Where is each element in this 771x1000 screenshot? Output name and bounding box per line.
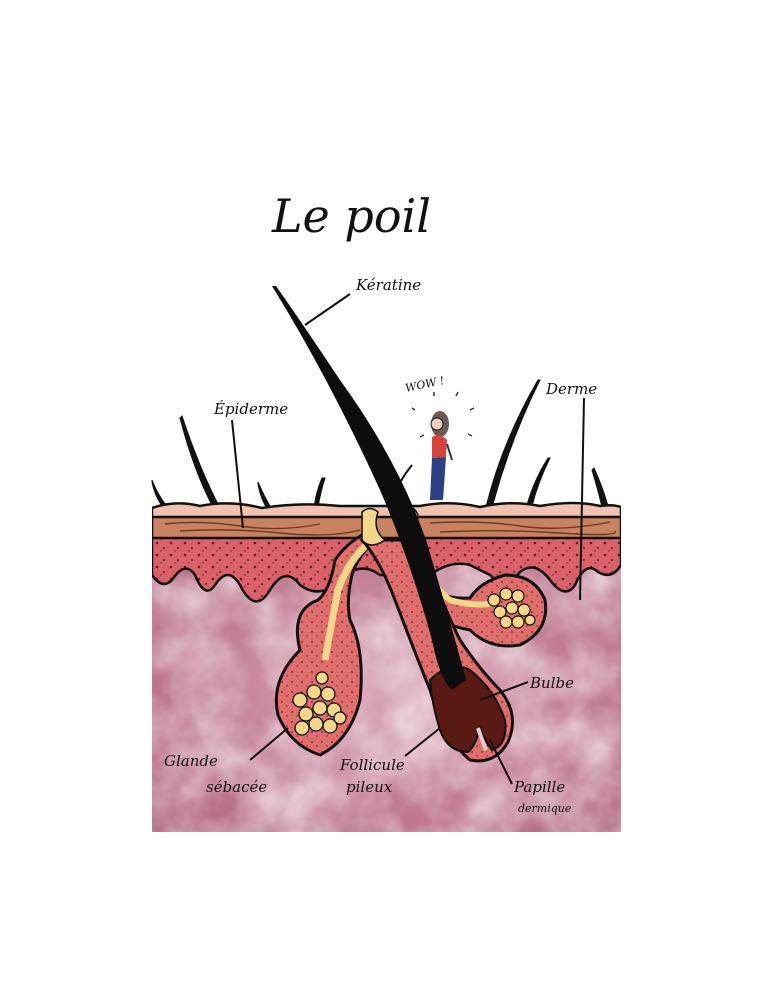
- label-keratine: Kératine: [355, 276, 421, 294]
- label-bulbe: Bulbe: [529, 674, 574, 692]
- label-derme: Derme: [545, 380, 597, 398]
- dermal-papilla: [476, 727, 488, 751]
- hair-shaft: [272, 286, 466, 690]
- label-follicule-line1: Follicule: [339, 756, 405, 774]
- sebocytes-right: [487, 587, 536, 629]
- label-follicule-line2: pileux: [346, 778, 393, 796]
- wow-marks: [411, 391, 475, 438]
- leader-lines: [231, 293, 585, 785]
- label-papille-line1: Papille: [513, 778, 565, 796]
- epidermis-surface: [152, 501, 621, 519]
- epidermis-band: [152, 514, 621, 540]
- label-papille-line2: dermique: [518, 802, 572, 815]
- diagram-title: Le poil: [271, 189, 431, 243]
- label-glande-line1: Glande: [164, 752, 218, 770]
- wow-text: WOW !: [404, 374, 445, 395]
- label-glande-line2: sébacée: [206, 778, 267, 796]
- sebocytes-left: [292, 671, 347, 736]
- girl-figure: [430, 411, 453, 500]
- hair-bulb: [428, 665, 507, 754]
- label-epiderme: Épiderme: [213, 400, 288, 418]
